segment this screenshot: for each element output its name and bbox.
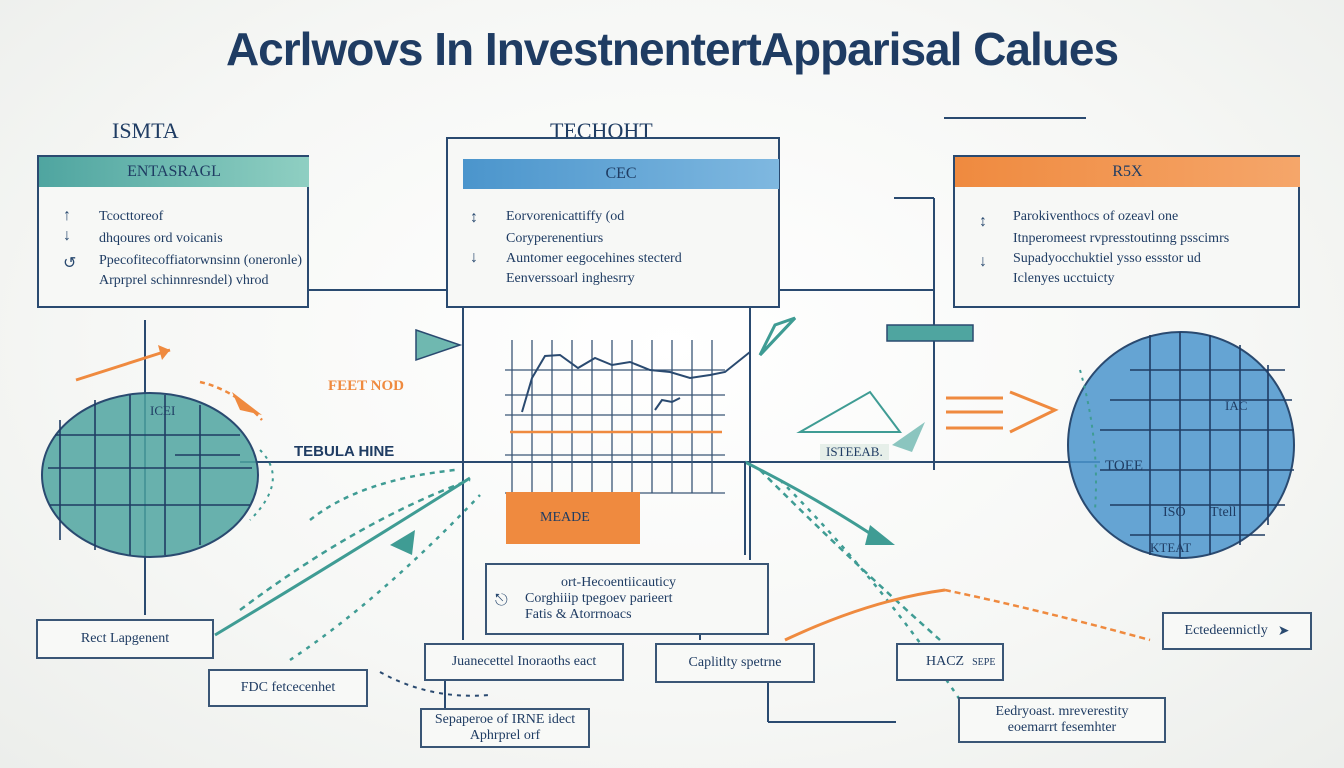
card-mid: CEC ↕ ↓ Eorvorenicattiffy (od Coryperene… bbox=[446, 137, 780, 308]
card-right-header: R5X bbox=[955, 157, 1300, 187]
box-aphrel-line: Aphrprel orf bbox=[469, 728, 541, 743]
center-info-line: Fatis & Atorrnoacs bbox=[525, 607, 632, 622]
box-eedreyonst-line: Eedryoast. mreverestity bbox=[995, 704, 1129, 719]
box-capablity-label: Caplitlty spetrne bbox=[688, 655, 782, 670]
box-hacz-label: HACZ bbox=[926, 654, 965, 669]
card-right-line: Itnperomeest rvpresstoutinng psscimrs bbox=[1013, 231, 1230, 246]
globe-right-tag: TOEE bbox=[1105, 458, 1144, 474]
globe-right-label: KTEAT bbox=[1150, 540, 1192, 555]
center-info-box: ort-Hecoentiicauticy Corghiiip tpegoev p… bbox=[485, 563, 769, 635]
card-left: ENTASRAGL ↑ ↓ ↺ Tcocttoreof dhqoures ord… bbox=[37, 155, 309, 308]
box-juna: Juanecettel Inoraoths eact bbox=[424, 643, 624, 681]
globe-right-label: ISO bbox=[1163, 505, 1186, 520]
card-mid-line: Eorvorenicattiffy (od bbox=[506, 209, 625, 224]
arrow-up-down-icon: ↕ bbox=[470, 209, 478, 226]
box-aphrel-line: Sepaperoe of IRNE idect bbox=[434, 712, 576, 727]
box-eedreyonst: Eedryoast. mreverestity eoemarrt fesemht… bbox=[958, 697, 1166, 743]
globe-left-label: ICEI bbox=[150, 403, 176, 418]
label-meade: MEADE bbox=[540, 510, 590, 525]
card-right-line: Iclenyes ucctuicty bbox=[1013, 271, 1115, 286]
box-hacz-tag: SEPE bbox=[972, 656, 996, 668]
card-mid-line: Eenverssoarl inghesrry bbox=[506, 271, 635, 286]
card-left-line: Ppecofitecoffiatorwnsinn (oneronle) bbox=[99, 253, 303, 268]
label-feet-nod: FEET NOD bbox=[328, 378, 404, 394]
arrow-icon: ➤ bbox=[1277, 623, 1290, 639]
box-red-lapgent-label: Rect Lapgenent bbox=[80, 631, 170, 646]
card-mid-line: Auntomer eegocehines stecterd bbox=[506, 251, 682, 266]
box-ectedly-label: Ectedeennictly bbox=[1184, 623, 1268, 638]
card-left-header: ENTASRAGL bbox=[39, 157, 309, 187]
label-tebula-hine: TEBULA HINE bbox=[294, 443, 395, 460]
arrow-up-icon: ↑ bbox=[63, 207, 71, 224]
box-hacz: HACZ SEPE bbox=[896, 643, 1004, 681]
arrow-down-icon: ↓ bbox=[63, 227, 71, 244]
card-mid-header: CEC bbox=[463, 159, 779, 189]
pin-icon: ⎋ bbox=[495, 592, 508, 609]
card-right-line: Supadyocchuktiel ysso essstor ud bbox=[1013, 251, 1201, 266]
card-left-line: Arprprel schinnresndel) vhrod bbox=[99, 273, 269, 288]
label-isteeab: ISTEEAB. bbox=[820, 444, 889, 460]
box-fdc: FDC fetcecenhet bbox=[208, 669, 368, 707]
center-info-line: ort-Hecoentiicauticy bbox=[561, 575, 677, 590]
box-fdc-label: FDC fetcecenhet bbox=[240, 680, 336, 695]
card-left-line: Tcocttoreof bbox=[99, 209, 164, 224]
box-ectedly: Ectedeennictly ➤ bbox=[1162, 612, 1312, 650]
globe-right-label: IAC bbox=[1225, 398, 1248, 413]
box-red-lapgent: Rect Lapgenent bbox=[36, 619, 214, 659]
arrow-down-icon: ↓ bbox=[470, 249, 478, 266]
box-juna-label: Juanecettel Inoraoths eact bbox=[451, 654, 597, 669]
left-column-title: ISMTA bbox=[112, 118, 179, 143]
card-left-line: dhqoures ord voicanis bbox=[99, 231, 223, 246]
card-mid-line: Coryperenentiurs bbox=[506, 231, 604, 246]
card-right-line: Parokiventhocs of ozeavl one bbox=[1013, 209, 1179, 224]
arrow-up-down-icon: ↕ bbox=[979, 213, 987, 230]
center-info-line: Corghiiip tpegoev parieert bbox=[525, 591, 673, 606]
box-capablity: Caplitlty spetrne bbox=[655, 643, 815, 683]
arrow-down-icon: ↓ bbox=[979, 253, 987, 270]
arrow-cycle-icon: ↺ bbox=[63, 255, 77, 272]
page-title: Acrlwovs In InvestnentertApparisal Calue… bbox=[225, 23, 1119, 75]
globe-right-label: Ttell bbox=[1210, 505, 1237, 520]
box-aphrel: Sepaperoe of IRNE idect Aphrprel orf bbox=[420, 708, 590, 748]
box-eedreyonst-line: eoemarrt fesemhter bbox=[1007, 720, 1117, 735]
card-right: R5X ↕ ↓ Parokiventhocs of ozeavl one Itn… bbox=[953, 155, 1300, 308]
